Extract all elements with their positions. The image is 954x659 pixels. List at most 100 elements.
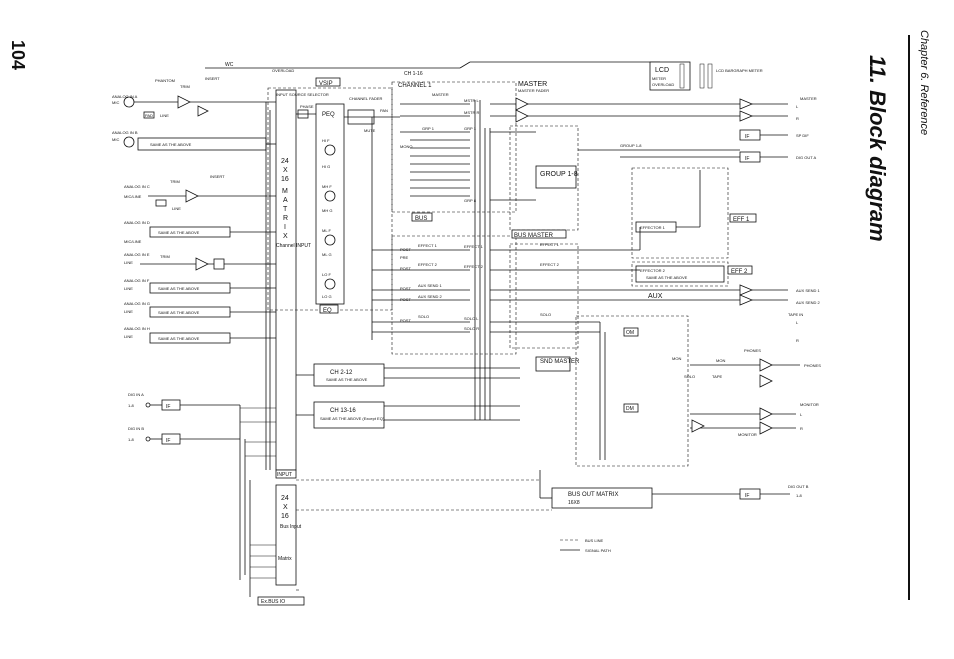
eff1-outline [631,167,729,259]
exbus-box [257,596,305,606]
vsip-box [315,77,341,87]
send-master-outline [509,243,579,349]
if-a-block [161,399,181,411]
effect2-send-label: EFFECT 2 [418,262,438,267]
eq-label-box [319,304,339,314]
bus-matrix-24: 24 [281,495,289,502]
master-sw-label: MASTER [432,92,449,97]
post-efx2: POST [400,266,411,271]
hi-knob-icon [324,144,336,156]
line-a-label: LINE [160,113,169,118]
mh-g-label: MH G [322,208,332,213]
monitor-r-label: R [800,426,803,431]
mstr-r-label: MSTR R [464,110,479,115]
bus-out-label: BUS OUT MATRIX [568,492,618,498]
efx2-master-label: EFFECT 2 [540,262,560,267]
channel-fader-label: CHANNEL FADER [349,96,383,101]
bargraph-label: LCD BARGRAPH METER [716,68,763,73]
bus-label: BUS [415,216,427,222]
exbus-label: Ex.BUS IO [261,599,285,605]
efx2-bus-label: EFFECT 2 [464,264,484,269]
dig-out-a-label: DIG OUT A [796,155,816,160]
matrix-a: A [283,197,288,204]
dm-label: DM [626,406,634,412]
trim-c-label: TRIM [170,179,180,184]
mic-a-label: MIC [112,100,119,105]
phones-amp-r [759,374,773,388]
bus-matrix-16: 16 [281,513,289,520]
hi-g-label: HI G [322,164,330,169]
trim-e-label: TRIM [160,254,170,259]
bus-out-matrix-block [551,487,653,509]
line-c-label: LINE [172,206,181,211]
mh-f-label: MH F [322,184,332,189]
line-f-label: LINE [124,286,133,291]
meter-bar-r-icon [707,63,713,89]
peq-label: PEQ [322,112,335,118]
trim-label: TRIM [180,84,190,89]
bus-master-box [511,229,567,239]
monitor-l-label: L [800,412,803,417]
dig-in-a-label: DIG IN A [128,392,144,397]
analog-in-c-label: ANALOG IN C [124,184,150,189]
input-source-label: INPUT SOURCE SELECTOR [276,92,329,97]
analog-in-b-label: ANALOG IN B [112,130,138,135]
effector1-label: EFFECTOR 1 [640,225,666,230]
aux-send2-label: AUX SEND 2 [418,294,443,299]
legend-bus-line: BUS LINE [585,538,604,543]
monitor-out-label: MONITOR [800,402,819,407]
matrix-r: R [283,215,288,222]
effector2-same-label: SAME AS THE ABOVE [646,275,688,280]
lcd-overload-label: OVERLOAD [652,82,674,87]
mstr-l-label: MSTR L [464,98,479,103]
ml-g-label: ML G [322,252,332,257]
line-h-label: LINE [124,334,133,339]
input-label-box [275,469,297,479]
grp8-label: GRP 8 [464,198,477,203]
post-aux2: POST [400,297,411,302]
om-label: OM [626,330,634,336]
same-f-label: SAME AS THE ABOVE [158,286,200,291]
lcd-meter-label: METER [652,76,666,81]
bus-master-label: BUS MASTER [514,233,554,239]
preamp-c-icon [185,189,199,203]
if-digoutb-block [739,488,761,500]
solo-sw-label: SOLO [418,314,429,319]
legend-signal-path: SIGNAL PATH [585,548,611,553]
analog-in-d-label: ANALOG IN D [124,220,150,225]
phones-sw-label: PHONES [744,348,761,353]
master-out-label: MASTER [800,96,817,101]
phones-amp-l [759,358,773,372]
aux-send1-label: AUX SEND 1 [418,283,443,288]
master-l-amp-icon [515,97,529,111]
aux2-amp-icon [739,294,754,306]
bus-box [411,212,433,222]
analog-in-a-label: ANALOG IN A [112,94,138,99]
channel1-label: CHANNEL 1 [398,83,432,89]
if-digout-label: IF [745,156,749,162]
dig-in-b-label: DIG IN B [128,426,144,431]
pan-label: PAN [380,108,388,113]
meter-bar-l-icon [699,63,705,89]
hi-f-label: HI F [322,138,330,143]
input-label: INPUT [277,472,292,478]
if-spdif-label: IF [745,134,749,140]
ml-knob-icon [324,234,336,246]
mon2-label: MON [716,358,725,363]
insert-amp-icon [197,105,209,117]
matrix-24: 24 [281,158,289,165]
insert-label: INSERT [205,76,220,81]
bus-input-matrix-block [275,484,297,586]
wc-label: WC [225,62,234,68]
if-spdif-block [739,129,761,141]
insert-c-label: INSERT [210,174,225,179]
aux-label: AUX [648,293,663,300]
group-out-label: GROUP 1-8 [620,143,642,148]
phase-label: PHASE [300,104,314,109]
bus-input-label: Bus Input [280,524,302,530]
eff2-box [727,265,753,275]
ch2-12-same-label: SAME AS THE ABOVE [326,377,368,382]
if-b-block [161,433,181,445]
master-l-label: L [796,104,799,109]
